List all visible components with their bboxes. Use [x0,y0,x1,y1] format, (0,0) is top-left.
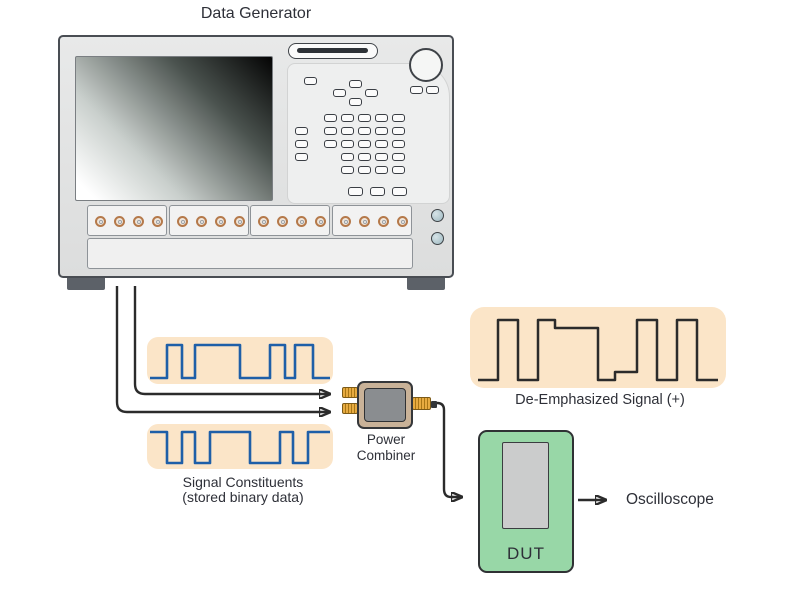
bnc-connector [114,216,125,227]
de-emphasized-waveform-trace [478,318,718,382]
panel-button [358,127,371,135]
sma-connector-in-2 [342,403,358,414]
panel-button [358,140,371,148]
aux-connector [431,232,444,245]
panel-button [341,140,354,148]
sma-connector-tip [431,401,437,408]
panel-button [358,114,371,122]
signal-constituents-label-line1: Signal Constituents [182,474,304,490]
de-emphasized-signal-label: De-Emphasized Signal (+) [515,392,685,408]
panel-button [392,127,405,135]
panel-button [365,89,378,97]
panel-button [324,140,337,148]
connector-group [87,205,167,236]
bnc-connector [340,216,351,227]
panel-button [324,127,337,135]
dut-label: DUT [507,544,545,563]
signal-constituents-label: Signal Constituents (stored binary data) [140,475,346,504]
power-combiner-label: Power Combiner [345,432,427,463]
de-emphasized-waveform-card [470,307,726,388]
lower-output-bar [87,238,413,269]
panel-button [392,140,405,148]
panel-button [349,98,362,106]
instrument-foot-left [67,277,105,290]
bnc-connector [378,216,389,227]
panel-button [358,153,371,161]
sma-connector-out [412,397,431,410]
panel-button [333,89,346,97]
panel-button [370,187,385,196]
panel-button [375,166,388,174]
disk-slot [288,43,378,59]
power-combiner-core [364,388,406,422]
panel-button [304,77,317,85]
panel-button [341,166,354,174]
bnc-connector [177,216,188,227]
bnc-connector [296,216,307,227]
instrument-screen [75,56,273,201]
connector-group [169,205,249,236]
panel-button [375,127,388,135]
rotary-knob [409,48,443,82]
data-generator-title: Data Generator [200,5,312,22]
dut-package [502,442,549,529]
power-combiner-label-line1: Power [366,432,406,447]
panel-button [341,127,354,135]
panel-button [375,140,388,148]
bnc-connector [215,216,226,227]
bnc-connector [196,216,207,227]
instrument [58,35,454,278]
panel-button [341,114,354,122]
panel-button [358,166,371,174]
panel-button [410,86,423,94]
bnc-connector [133,216,144,227]
connector-group [250,205,330,236]
disk-slot-opening [297,48,368,53]
dut-box [478,430,574,573]
bnc-connector [152,216,163,227]
panel-button [349,80,362,88]
panel-button [392,114,405,122]
panel-button [392,187,407,196]
panel-button [375,153,388,161]
power-combiner [357,381,413,429]
sma-connector-in-1 [342,387,358,398]
panel-button [426,86,439,94]
bnc-connector [95,216,106,227]
panel-button [348,187,363,196]
bnc-connector [397,216,408,227]
oscilloscope-label: Oscilloscope [626,491,714,508]
panel-button [375,114,388,122]
panel-button [295,153,308,161]
constituent-waveform-card-2 [147,424,333,469]
constituent-waveform-trace-1 [150,343,330,380]
constituent-waveform-card-1 [147,337,333,384]
bnc-connector [359,216,370,227]
panel-button [295,140,308,148]
bnc-connector [315,216,326,227]
panel-button [324,114,337,122]
bnc-connector [277,216,288,227]
bnc-connector [258,216,269,227]
signal-constituents-label-line2: (stored binary data) [182,488,304,505]
connector-group [332,205,412,236]
panel-button [392,153,405,161]
constituent-waveform-trace-2 [150,430,330,465]
bnc-connector [234,216,245,227]
cable-combiner-to-dut [433,401,462,497]
panel-button [341,153,354,161]
panel-button [392,166,405,174]
aux-connector [431,209,444,222]
instrument-foot-right [407,277,445,290]
panel-button [295,127,308,135]
power-combiner-label-line2: Combiner [356,447,416,463]
